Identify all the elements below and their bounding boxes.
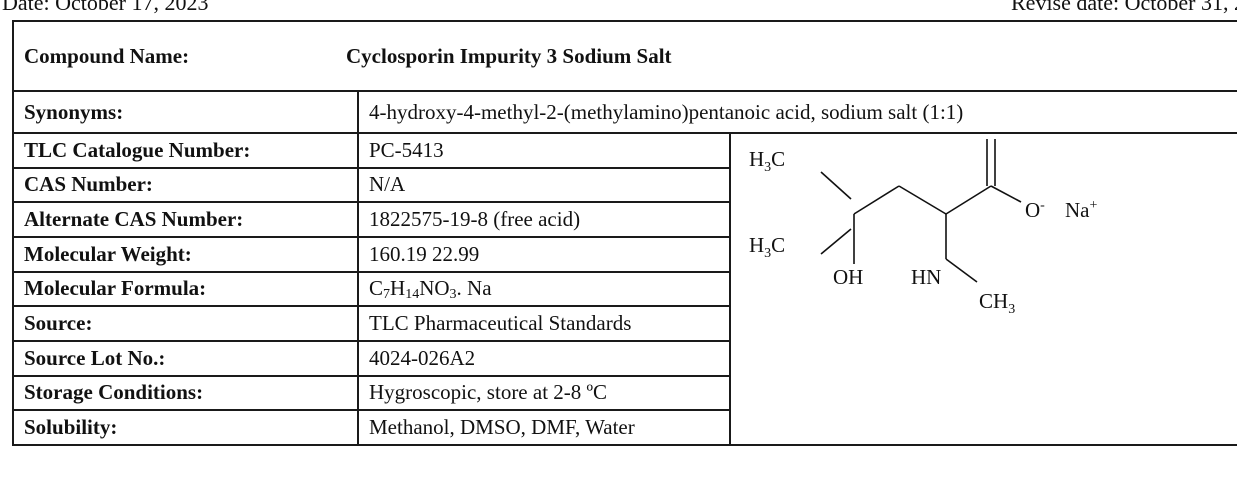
molecular-weight-value: 160.19 22.99 (357, 235, 731, 273)
compound-name-value: Cyclosporin Impurity 3 Sodium Salt (346, 43, 672, 68)
source-value: TLC Pharmaceutical Standards (357, 305, 731, 342)
page-header: Date: October 17, 2023 Revise date: Octo… (0, 0, 1237, 15)
source-lot-label: Source Lot No.: (12, 339, 359, 377)
catalogue-number-value: PC-5413 (357, 132, 731, 169)
formula-h-count: 14 (405, 287, 420, 303)
compound-spec-table: Compound Name: Cyclosporin Impurity 3 Sod… (12, 20, 1237, 446)
table-row: Molecular Weight: 160.19 22.99 (12, 235, 1237, 273)
table-row: Source Lot No.: 4024-026A2 (12, 339, 1237, 377)
formula-no: NO (419, 276, 450, 301)
table-row: TLC Catalogue Number: PC-5413 O (12, 132, 1237, 446)
synonyms-value: 4-hydroxy-4-methyl-2-(methylamino)pentan… (357, 90, 1237, 134)
catalogue-number-label: TLC Catalogue Number: (12, 132, 359, 169)
chemical-structure-image: O H3C H3C O- Na+ OH HN CH3 (749, 134, 1098, 317)
molecular-formula-value: C7H14NO3. Na (357, 270, 731, 308)
compound-name-row: Compound Name: Cyclosporin Impurity 3 Sod… (12, 20, 1237, 92)
table-row: Alternate CAS Number: 1822575-19-8 (free… (12, 201, 1237, 238)
compound-name-cell: Compound Name: Cyclosporin Impurity 3 Sod… (12, 20, 1237, 92)
structure-bonds (820, 139, 1022, 283)
structure-group-hn: HN (911, 265, 941, 289)
formula-c: C (369, 276, 384, 301)
molecular-formula-label: Molecular Formula: (12, 270, 359, 308)
structure-atom-o-minus: O- (1025, 198, 1045, 222)
table-row: Molecular Formula: C7H14NO3. Na (12, 270, 1237, 308)
structure-atom-na-plus: Na+ (1065, 198, 1098, 222)
formula-o-count: 3 (449, 287, 457, 303)
synonyms-label: Synonyms: (12, 90, 359, 134)
cas-number-value: N/A (357, 166, 731, 204)
structure-group-ch3: CH3 (979, 289, 1015, 317)
alternate-cas-value: 1822575-19-8 (free acid) (357, 201, 731, 238)
solubility-label: Solubility: (12, 409, 359, 446)
structure-group-h3c-upper: H3C (749, 147, 785, 175)
structure-group-oh: OH (833, 265, 863, 289)
table-row: Storage Conditions: Hygroscopic, store a… (12, 374, 1237, 412)
table-row: CAS Number: N/A (12, 166, 1237, 204)
formula-na: . Na (456, 276, 492, 301)
source-lot-value: 4024-026A2 (357, 339, 731, 377)
structure-group-h3c-lower: H3C (749, 233, 785, 261)
storage-conditions-label: Storage Conditions: (12, 374, 359, 412)
compound-name-label: Compound Name: (24, 43, 190, 68)
revise-date: Revise date: October 31, 202 (1011, 0, 1237, 15)
cas-number-label: CAS Number: (12, 166, 359, 204)
table-row: Source: TLC Pharmaceutical Standards (12, 305, 1237, 342)
alternate-cas-label: Alternate CAS Number: (12, 201, 359, 238)
structure-cell: O H3C H3C O- Na+ OH HN CH3 (729, 132, 1237, 446)
molecular-weight-label: Molecular Weight: (12, 235, 359, 273)
document-date: Date: October 17, 2023 (2, 0, 209, 15)
structure-atom-o-top: O (981, 134, 996, 139)
formula-h: H (390, 276, 406, 301)
formula-c-count: 7 (383, 287, 391, 303)
source-label: Source: (12, 305, 359, 342)
table-row: Synonyms: 4-hydroxy-4-methyl-2-(methylam… (12, 90, 1237, 134)
storage-conditions-value: Hygroscopic, store at 2-8 ºC (357, 374, 731, 412)
